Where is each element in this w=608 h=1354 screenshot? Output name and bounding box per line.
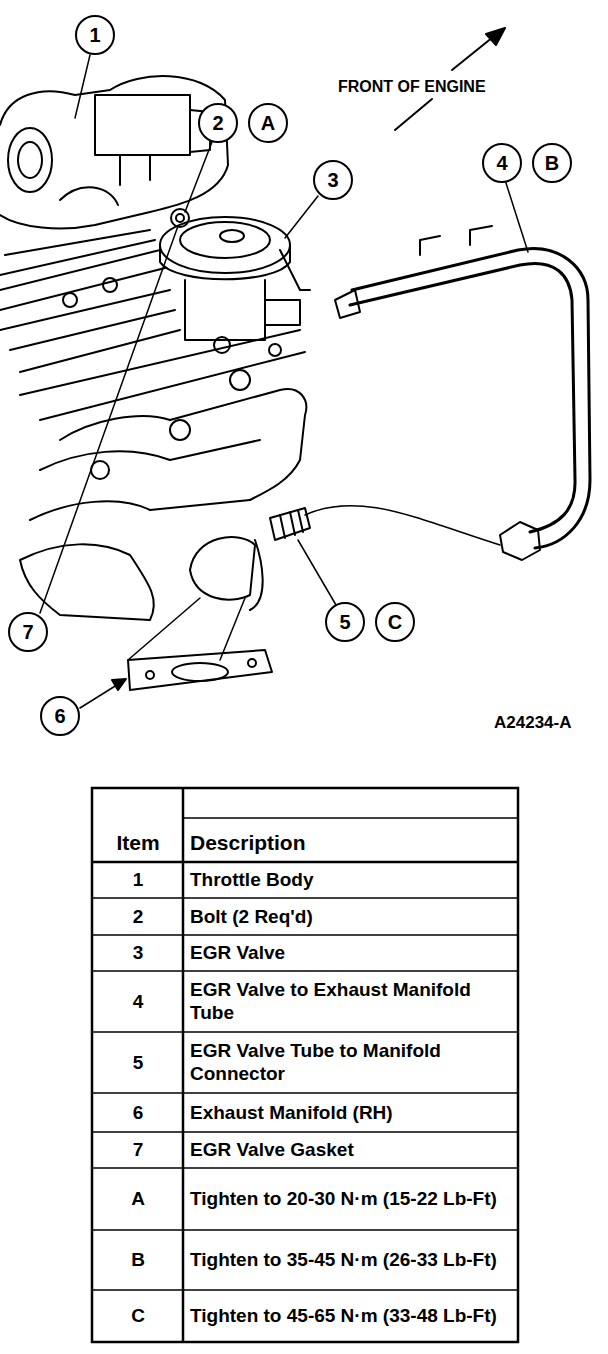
table-cell: 5 (95, 1051, 181, 1074)
callout-number: 7 (22, 622, 33, 642)
table-cell: 7 (95, 1138, 181, 1161)
table-header: Description (190, 830, 510, 856)
table-cell: Bolt (2 Req'd) (190, 905, 512, 928)
table-cell: 1 (95, 868, 181, 891)
table-header: Item (95, 830, 181, 856)
table-cell: Tighten to 35-45 N·m (26-33 Lb-Ft) (190, 1248, 512, 1271)
callout-number: 3 (327, 170, 338, 190)
table-cell: A (95, 1187, 181, 1210)
table-cell: Tighten to 45-65 N·m (33-48 Lb-Ft) (190, 1304, 512, 1327)
table-cell: 3 (95, 941, 181, 964)
table-cell: Throttle Body (190, 868, 512, 891)
callout-circle: 2 (198, 103, 238, 143)
table-cell: B (95, 1248, 181, 1271)
callout-number: 4 (496, 153, 507, 173)
callout-number: B (545, 153, 559, 173)
table-cell: 6 (95, 1101, 181, 1124)
callout-circle: 6 (40, 696, 80, 736)
table-cell: 4 (95, 990, 181, 1013)
callout-number: 5 (339, 612, 350, 632)
table-cell: C (95, 1304, 181, 1327)
callout-number: 2 (212, 113, 223, 133)
figure-id: A24234-A (494, 713, 604, 734)
table-cell: Exhaust Manifold (RH) (190, 1101, 512, 1124)
callout-number: 1 (89, 25, 100, 45)
table-cell: EGR Valve Tube to Manifold Connector (190, 1039, 512, 1085)
callout-circle: C (375, 602, 415, 642)
table-cell: EGR Valve Gasket (190, 1138, 512, 1161)
callout-circle: 1 (75, 15, 115, 55)
callout-circle: 3 (313, 160, 353, 200)
callout-number: 6 (54, 706, 65, 726)
callout-circle: B (532, 143, 572, 183)
callout-circle: 4 (482, 143, 522, 183)
direction-label: FRONT OF ENGINE (338, 77, 553, 97)
table-cell: 2 (95, 905, 181, 928)
callout-number: C (388, 612, 402, 632)
callout-number: A (261, 113, 275, 133)
callout-circle: 7 (8, 612, 48, 652)
table-cell: EGR Valve (190, 941, 512, 964)
callout-circle: 5 (325, 602, 365, 642)
table-cell: EGR Valve to Exhaust Manifold Tube (190, 978, 512, 1024)
table-cell: Tighten to 20-30 N·m (15-22 Lb-Ft) (190, 1187, 512, 1210)
callout-circle: A (248, 103, 288, 143)
